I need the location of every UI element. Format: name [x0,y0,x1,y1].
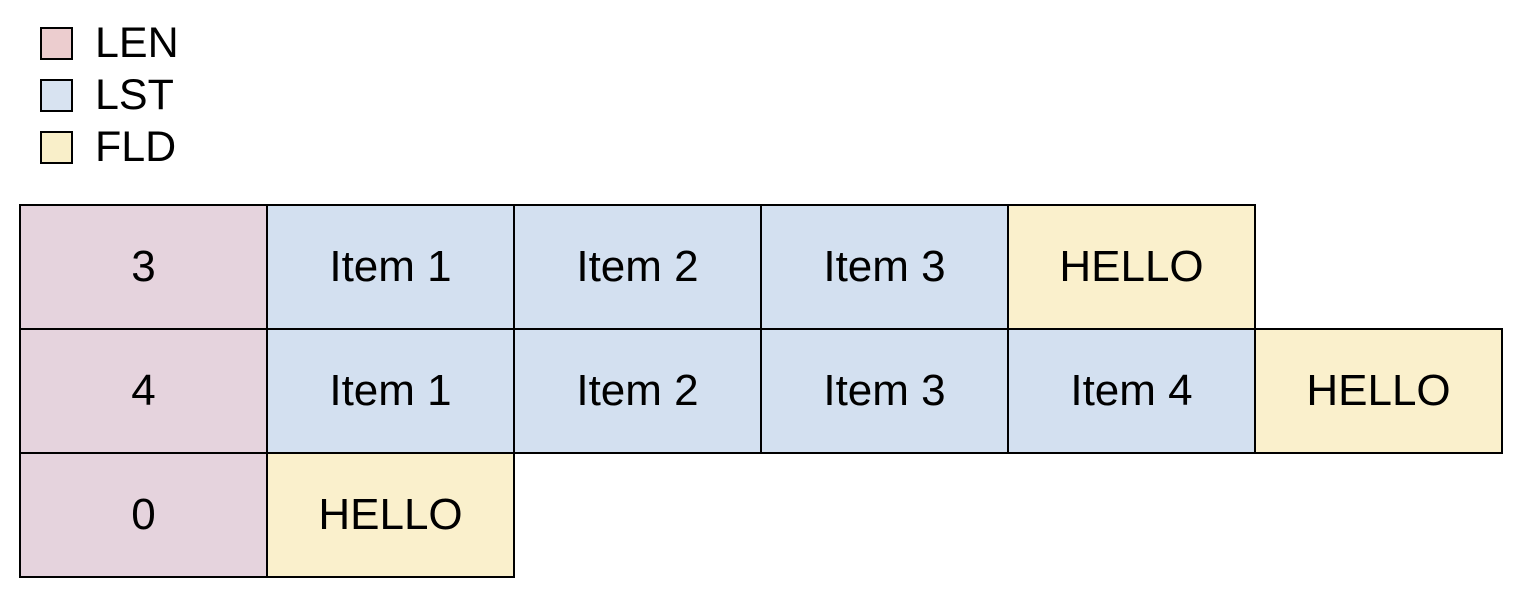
fld-cell: HELLO [266,452,515,578]
legend-item-fld: FLD [40,126,179,169]
legend-swatch-len [40,27,73,60]
len-cell: 0 [19,452,268,578]
legend-label-fld: FLD [95,123,177,171]
lst-cell: Item 2 [513,204,762,330]
fld-cell: HELLO [1254,328,1503,454]
lst-cell: Item 3 [760,328,1009,454]
fld-cell: HELLO [1007,204,1256,330]
legend: LEN LST FLD [40,22,179,183]
legend-swatch-fld [40,131,73,164]
legend-swatch-lst [40,79,73,112]
legend-item-len: LEN [40,22,179,65]
len-cell: 4 [19,328,268,454]
lst-cell: Item 1 [266,204,515,330]
lst-cell: Item 2 [513,328,762,454]
lst-cell: Item 3 [760,204,1009,330]
legend-label-lst: LST [95,71,174,119]
legend-label-len: LEN [95,19,179,67]
lst-cell: Item 4 [1007,328,1256,454]
lst-cell: Item 1 [266,328,515,454]
legend-item-lst: LST [40,74,179,117]
len-cell: 3 [19,204,268,330]
